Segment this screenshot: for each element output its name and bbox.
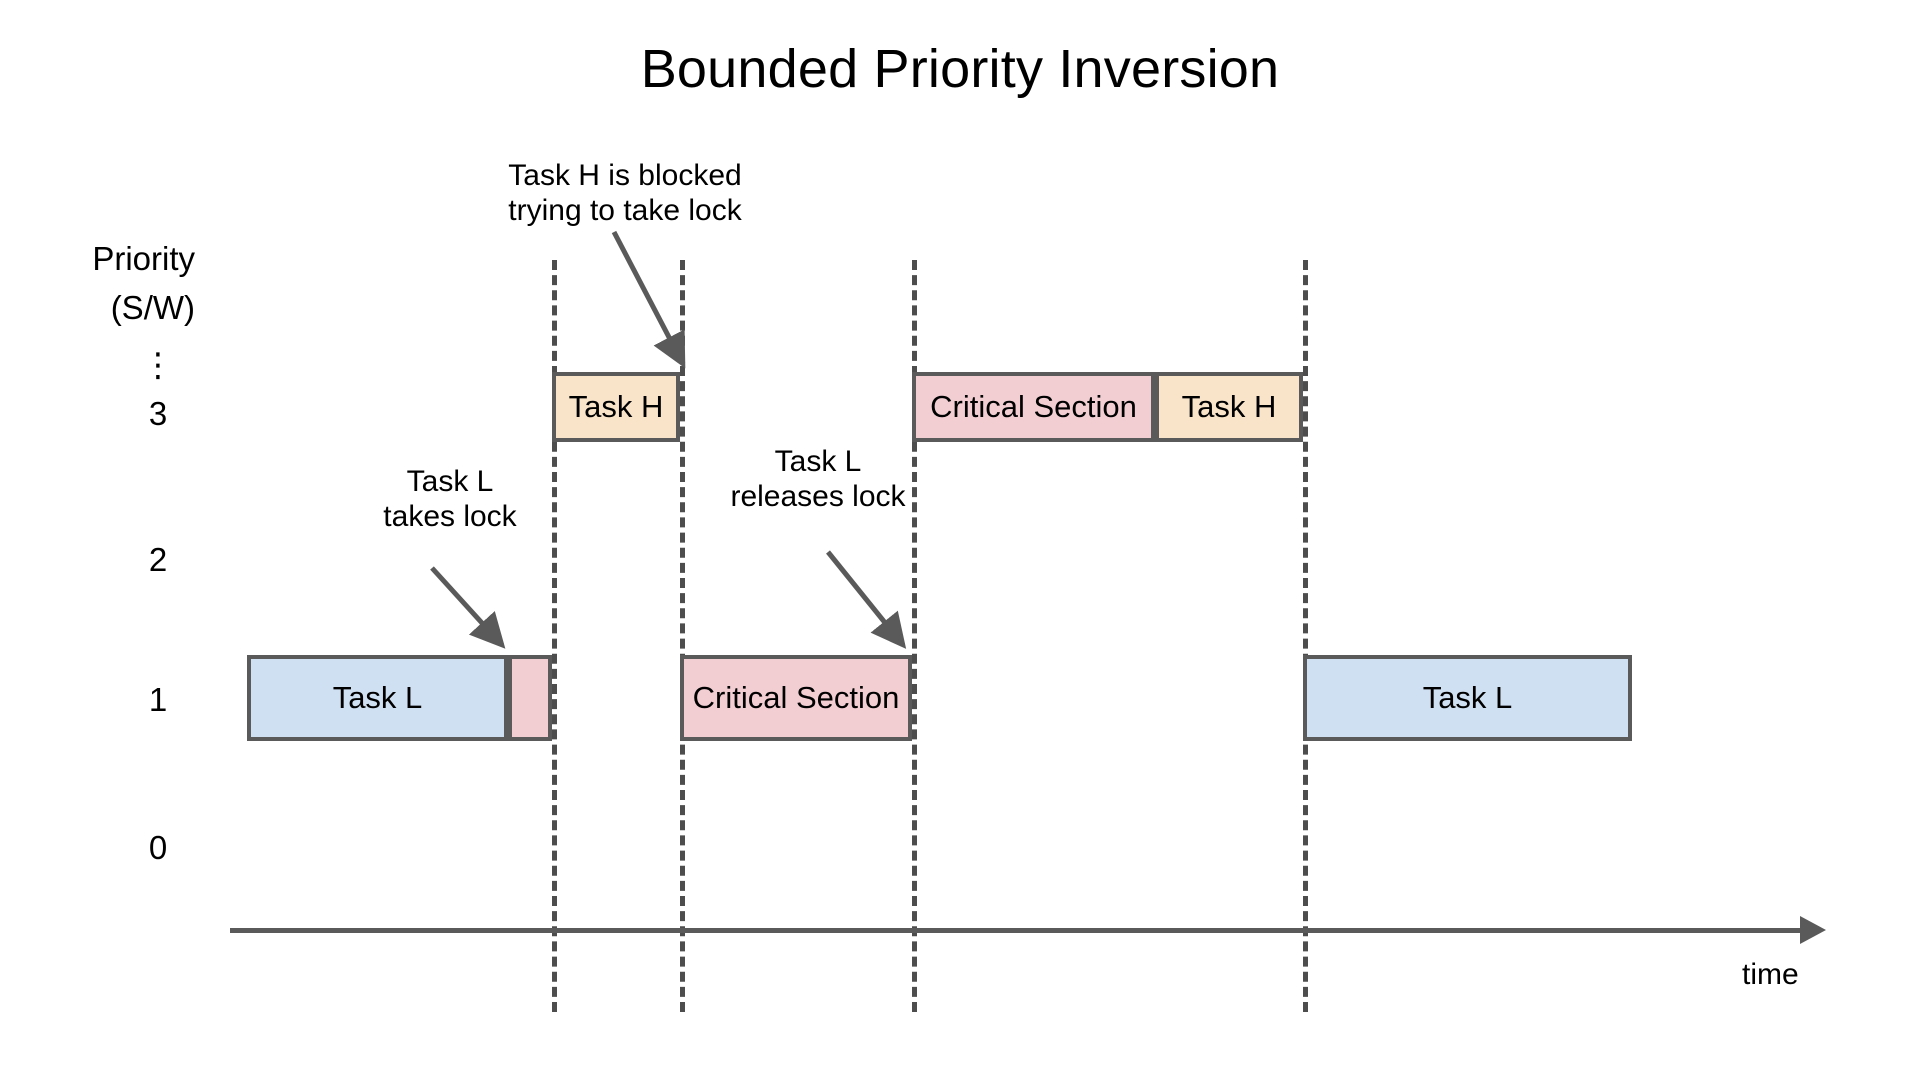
time-axis-arrow-icon [1800, 916, 1826, 944]
annotation-task-l-takes-lock: Task L takes lock [383, 465, 517, 534]
page-title: Bounded Priority Inversion [640, 39, 1280, 99]
block-task-l-last: Task L [1303, 655, 1632, 741]
arrow-task-h-blocked [611, 230, 686, 369]
arrow-task-l-releases-lock [826, 550, 907, 649]
x-axis-label: time [1742, 958, 1799, 991]
block-task-h-blocked-run: Task H [552, 372, 680, 442]
event-line-1 [552, 260, 557, 1012]
y-tick-2: 2 [148, 541, 168, 578]
block-task-h-resumed: Task H [1155, 372, 1303, 442]
block-task-l-first: Task L [247, 655, 508, 741]
y-tick-0: 0 [148, 829, 168, 866]
event-line-3 [912, 260, 917, 1012]
y-tick-1: 1 [148, 681, 168, 718]
y-axis-label-line1: Priority [92, 240, 195, 277]
time-axis-line [230, 928, 1808, 933]
event-line-4 [1303, 260, 1308, 1012]
event-line-2 [680, 260, 685, 1012]
block-critical-section-high: Critical Section [912, 372, 1155, 442]
annotation-task-h-blocked: Task H is blocked trying to take lock [508, 159, 742, 228]
y-axis-label-line2: (S/W) [110, 289, 195, 326]
arrow-task-l-takes-lock [430, 566, 506, 649]
block-task-l-lock-taken [508, 655, 552, 741]
y-tick-ellipsis: ⋮ [141, 346, 175, 383]
y-tick-3: 3 [148, 395, 168, 432]
block-critical-section-low: Critical Section [680, 655, 912, 741]
annotation-task-l-releases-lock: Task L releases lock [730, 445, 906, 514]
